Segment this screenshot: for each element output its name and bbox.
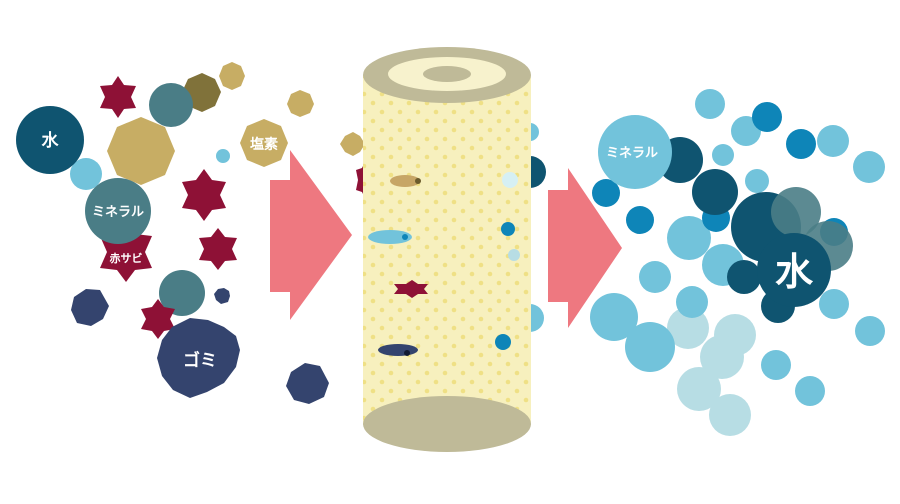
dirt-particle-labeled: [157, 318, 240, 398]
trapped-rust: [394, 280, 428, 298]
water-drop: [626, 206, 654, 234]
flow-arrow-in: [270, 150, 352, 320]
input-particles: 水 ミネラル 赤サビ 塩素 ゴミ: [16, 62, 380, 404]
rust-particle: [199, 228, 237, 270]
chlorine-label: 塩素: [250, 136, 278, 153]
dirt-label: ゴミ: [183, 350, 217, 371]
dirt-particle: [71, 289, 109, 326]
chlorine-particle: [340, 132, 365, 156]
water-drop: [817, 125, 849, 157]
trapped-mineral: [368, 230, 412, 244]
chlorine-particle: [219, 62, 245, 90]
chlorine-particle: [107, 117, 175, 185]
trapped-chlorine: [390, 175, 420, 187]
water-drop: [692, 169, 738, 215]
water-particle-labeled: [16, 106, 84, 174]
trapped-dot: [404, 350, 410, 356]
water-drop: [70, 158, 102, 190]
passing-drop: [501, 222, 515, 236]
water-drop: [752, 102, 782, 132]
water-drop: [625, 322, 675, 372]
rust-particle: [100, 76, 136, 118]
water-drop: [667, 216, 711, 260]
chlorine-particle: [287, 90, 314, 117]
water-drop: [677, 367, 721, 411]
water-drop: [676, 286, 708, 318]
flow-arrow-out: [548, 168, 622, 328]
output-particles: ミネラル 水: [590, 89, 885, 436]
water-label: 水: [42, 130, 60, 151]
trapped-dot: [402, 234, 408, 240]
rust-label: 赤サビ: [110, 251, 143, 265]
water-drop: [712, 144, 734, 166]
water-drop: [795, 376, 825, 406]
water-drop: [745, 169, 769, 193]
mineral-particle: [149, 83, 193, 127]
mineral-particle-labeled: [85, 178, 151, 244]
dirt-particle: [214, 288, 230, 304]
mineral-label: ミネラル: [92, 205, 144, 220]
water-drop: [700, 335, 744, 379]
water-out-label: 水: [775, 250, 814, 294]
water-drop: [590, 293, 638, 341]
water-drop: [667, 307, 709, 349]
water-drop: [786, 129, 816, 159]
water-drop: [761, 350, 791, 380]
passing-drop: [508, 249, 520, 261]
water-drop: [855, 316, 885, 346]
water-drop: [216, 149, 230, 163]
water-drop: [695, 89, 725, 119]
trapped-dot: [415, 178, 421, 184]
passing-drop: [495, 334, 511, 350]
filter-body-dots: [363, 75, 531, 425]
mineral-out-label: ミネラル: [606, 146, 658, 161]
water-particle-labeled: [757, 233, 831, 307]
water-drop: [727, 260, 761, 294]
water-drop: [853, 151, 885, 183]
filter-bottom-cap: [363, 396, 531, 452]
dirt-particle: [286, 363, 329, 404]
rust-particle: [141, 299, 175, 339]
filter-top-hole: [423, 66, 471, 82]
mineral-particle: [159, 270, 205, 316]
water-drop: [771, 187, 821, 237]
water-drop: [592, 179, 620, 207]
mineral-particle-labeled: [598, 115, 672, 189]
water-drop: [709, 394, 751, 436]
water-drop: [639, 261, 671, 293]
rust-particle: [182, 169, 226, 221]
trapped-dirt: [378, 344, 418, 356]
chlorine-particle-labeled: [240, 119, 288, 167]
filter-cartridge: [363, 47, 546, 452]
water-drop: [819, 289, 849, 319]
passing-drop: [502, 172, 518, 188]
